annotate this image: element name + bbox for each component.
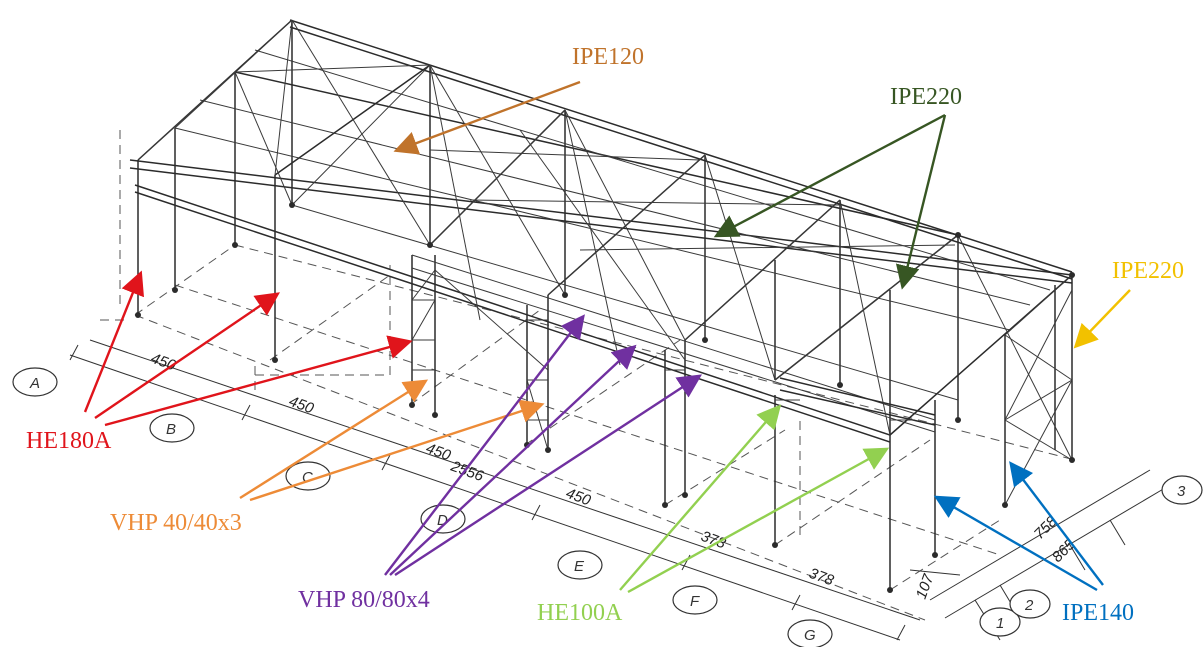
grid-bubble-F: F <box>672 585 718 615</box>
longitudinal-beams <box>129 19 1073 443</box>
grid-bubble-E: E <box>557 550 603 580</box>
arrows-he100a <box>619 404 890 594</box>
label-vhp40: VHP 40/40x3 <box>110 510 242 536</box>
label-ipe140: IPE140 <box>1062 600 1134 626</box>
arrows-ipe220-green <box>713 113 947 290</box>
arrows-he180a <box>83 270 413 427</box>
dimension-lines <box>69 339 1166 641</box>
dim-450-4: 450 <box>564 485 594 510</box>
svg-text:D: D <box>437 512 448 529</box>
ground-grid <box>100 130 1076 621</box>
grid-axis-bubbles: A B C D E F G 1 <box>12 367 1203 647</box>
arrows-ipe120 <box>393 80 581 155</box>
grid-bubble-3: 3 <box>1161 475 1203 505</box>
dim-378-2: 378 <box>807 565 837 590</box>
label-he100a: HE100A <box>537 600 623 626</box>
arrows-ipe220-yellow <box>1073 289 1131 349</box>
dim-450-2: 450 <box>287 393 317 418</box>
svg-text:3: 3 <box>1177 483 1186 500</box>
label-ipe120: IPE120 <box>572 44 644 70</box>
svg-text:1: 1 <box>996 615 1004 632</box>
dim-2556: 2556 <box>448 457 487 485</box>
svg-text:2: 2 <box>1024 597 1034 614</box>
grid-bubble-2: 2 <box>1009 589 1051 619</box>
grid-bubble-C: C <box>285 461 331 491</box>
svg-text:E: E <box>574 558 585 575</box>
arrows-vhp80 <box>384 314 703 577</box>
grid-bubble-A: A <box>12 367 58 397</box>
svg-text:G: G <box>804 627 816 644</box>
svg-text:C: C <box>302 469 313 486</box>
arrows-vhp40 <box>239 379 545 502</box>
grid-bubble-B: B <box>149 413 195 443</box>
label-vhp80: VHP 80/80x4 <box>298 587 430 613</box>
label-ipe220-yellow: IPE220 <box>1112 258 1184 284</box>
dim-865: 865 <box>1049 536 1079 566</box>
grid-bubble-G: G <box>787 619 833 647</box>
svg-text:B: B <box>166 421 176 438</box>
dim-107: 107 <box>913 571 938 601</box>
grid-bubble-1: 1 <box>979 607 1021 637</box>
svg-text:F: F <box>690 593 700 610</box>
label-he180a: HE180A <box>26 428 112 454</box>
svg-text:A: A <box>29 375 40 392</box>
label-ipe220-green: IPE220 <box>890 84 962 110</box>
column-bases <box>135 202 1075 593</box>
arrows-ipe140 <box>933 461 1104 592</box>
